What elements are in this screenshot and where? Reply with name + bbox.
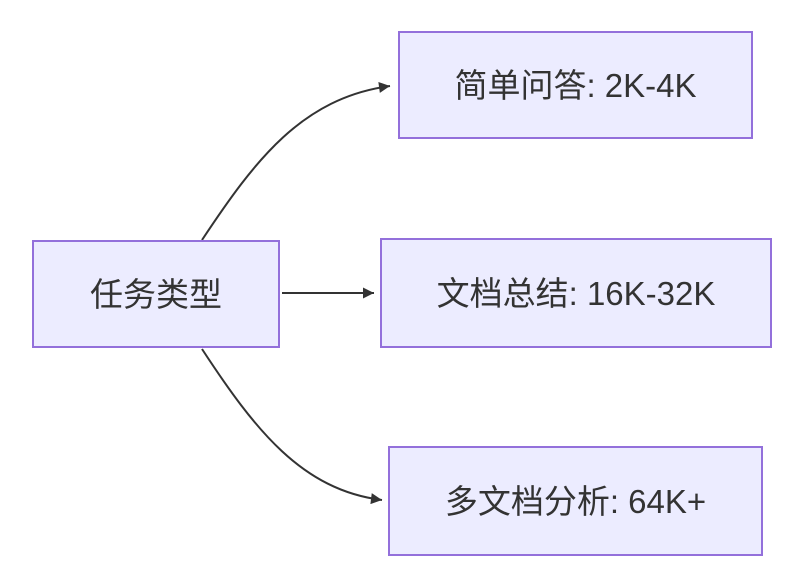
node-multi-doc-label: 多文档分析: 64K+ xyxy=(444,482,707,520)
node-doc-summary: 文档总结: 16K-32K xyxy=(380,238,772,348)
node-multi-doc: 多文档分析: 64K+ xyxy=(388,446,763,556)
node-task-type: 任务类型 xyxy=(32,240,280,348)
edge-task-type-to-multi-doc xyxy=(201,348,383,505)
node-task-type-label: 任务类型 xyxy=(90,275,222,313)
node-simple-qa-label: 简单问答: 2K-4K xyxy=(454,66,697,104)
edge-task-type-to-simple-qa xyxy=(201,82,391,241)
node-simple-qa: 简单问答: 2K-4K xyxy=(398,31,753,139)
node-doc-summary-label: 文档总结: 16K-32K xyxy=(436,274,716,312)
